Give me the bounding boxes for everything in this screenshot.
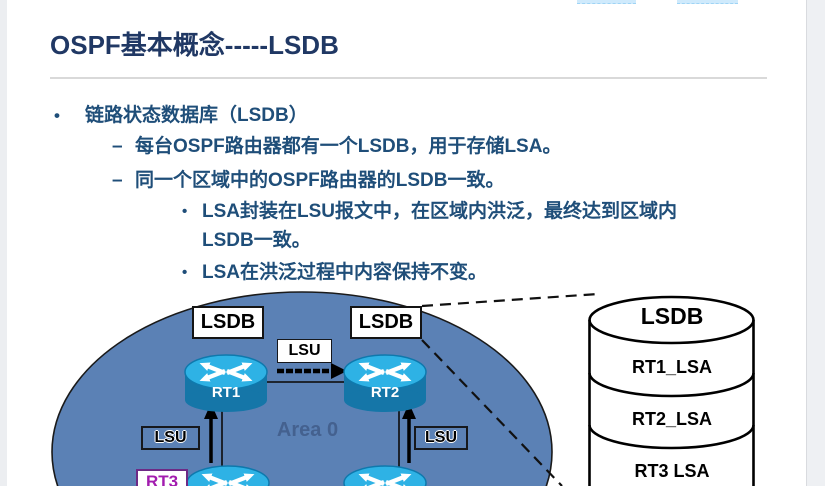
database-entry: RT3 LSA xyxy=(634,461,710,481)
bullet-icon: • xyxy=(182,203,188,220)
router-label-rt3: RT3 xyxy=(136,469,188,486)
bullet-icon: • xyxy=(182,264,188,281)
bullet-line-5: LSDB一致。 xyxy=(202,230,311,252)
bullet-text: LSDB一致。 xyxy=(202,230,311,251)
bullet-text: 同一个区域中的OSPF路由器的LSDB一致。 xyxy=(135,170,505,191)
cylinder-divider-2 xyxy=(588,424,755,450)
page-title: OSPF基本概念-----LSDB xyxy=(50,30,339,60)
database-entry: RT2_LSA xyxy=(631,409,712,429)
bullet-line-3: – 同一个区域中的OSPF路由器的LSDB一致。 xyxy=(112,170,504,192)
title-divider xyxy=(50,77,767,79)
bullet-line-2: – 每台OSPF路由器都有一个LSDB，用于存储LSA。 xyxy=(112,136,561,158)
scrollbar-track[interactable] xyxy=(806,0,825,486)
database-title: LSDB xyxy=(640,303,704,329)
router-label-rt1: RT1 xyxy=(211,384,241,401)
lsdb-label-box-rt2: LSDB xyxy=(350,306,422,339)
toolbar-button-fragment-2[interactable] xyxy=(677,0,738,4)
bullet-line-1: • 链路状态数据库（LSDB） xyxy=(54,105,308,127)
database-entry: RT1_LSA xyxy=(631,357,712,377)
zoom-callout-line-bottom xyxy=(421,339,563,486)
bullet-text: 链路状态数据库（LSDB） xyxy=(85,105,308,126)
dash-icon: – xyxy=(112,170,123,191)
bullet-line-4: • LSA封装在LSU报文中，在区域内洪泛，最终达到区域内 xyxy=(182,201,677,223)
lsu-flood-arrow-up-right xyxy=(402,403,416,463)
bullet-text: 每台OSPF路由器都有一个LSDB，用于存储LSA。 xyxy=(135,136,562,157)
router-label-rt2: RT2 xyxy=(370,384,400,401)
lsu-packet-label-top: LSU xyxy=(277,339,332,363)
bullet-line-6: • LSA在洪泛过程中内容保持不变。 xyxy=(182,262,487,284)
lsu-packet-label-right: LSU xyxy=(414,426,468,450)
zoom-callout-line-top xyxy=(421,292,599,308)
cylinder-divider-1 xyxy=(588,372,755,398)
bullet-icon: • xyxy=(54,106,60,125)
lsdb-label-box-rt1: LSDB xyxy=(192,306,264,339)
lsu-flood-arrow-right xyxy=(277,363,347,379)
toolbar-button-fragment-1[interactable] xyxy=(577,0,636,4)
area-label: Area 0 xyxy=(276,419,339,441)
bullet-text: LSA封装在LSU报文中，在区域内洪泛，最终达到区域内 xyxy=(202,201,678,222)
lsu-packet-label-left: LSU xyxy=(141,426,200,450)
bullet-text: LSA在洪泛过程中内容保持不变。 xyxy=(202,262,488,283)
dash-icon: – xyxy=(112,136,123,157)
lsdb-cylinder xyxy=(588,295,755,486)
area0-ellipse xyxy=(51,291,553,486)
